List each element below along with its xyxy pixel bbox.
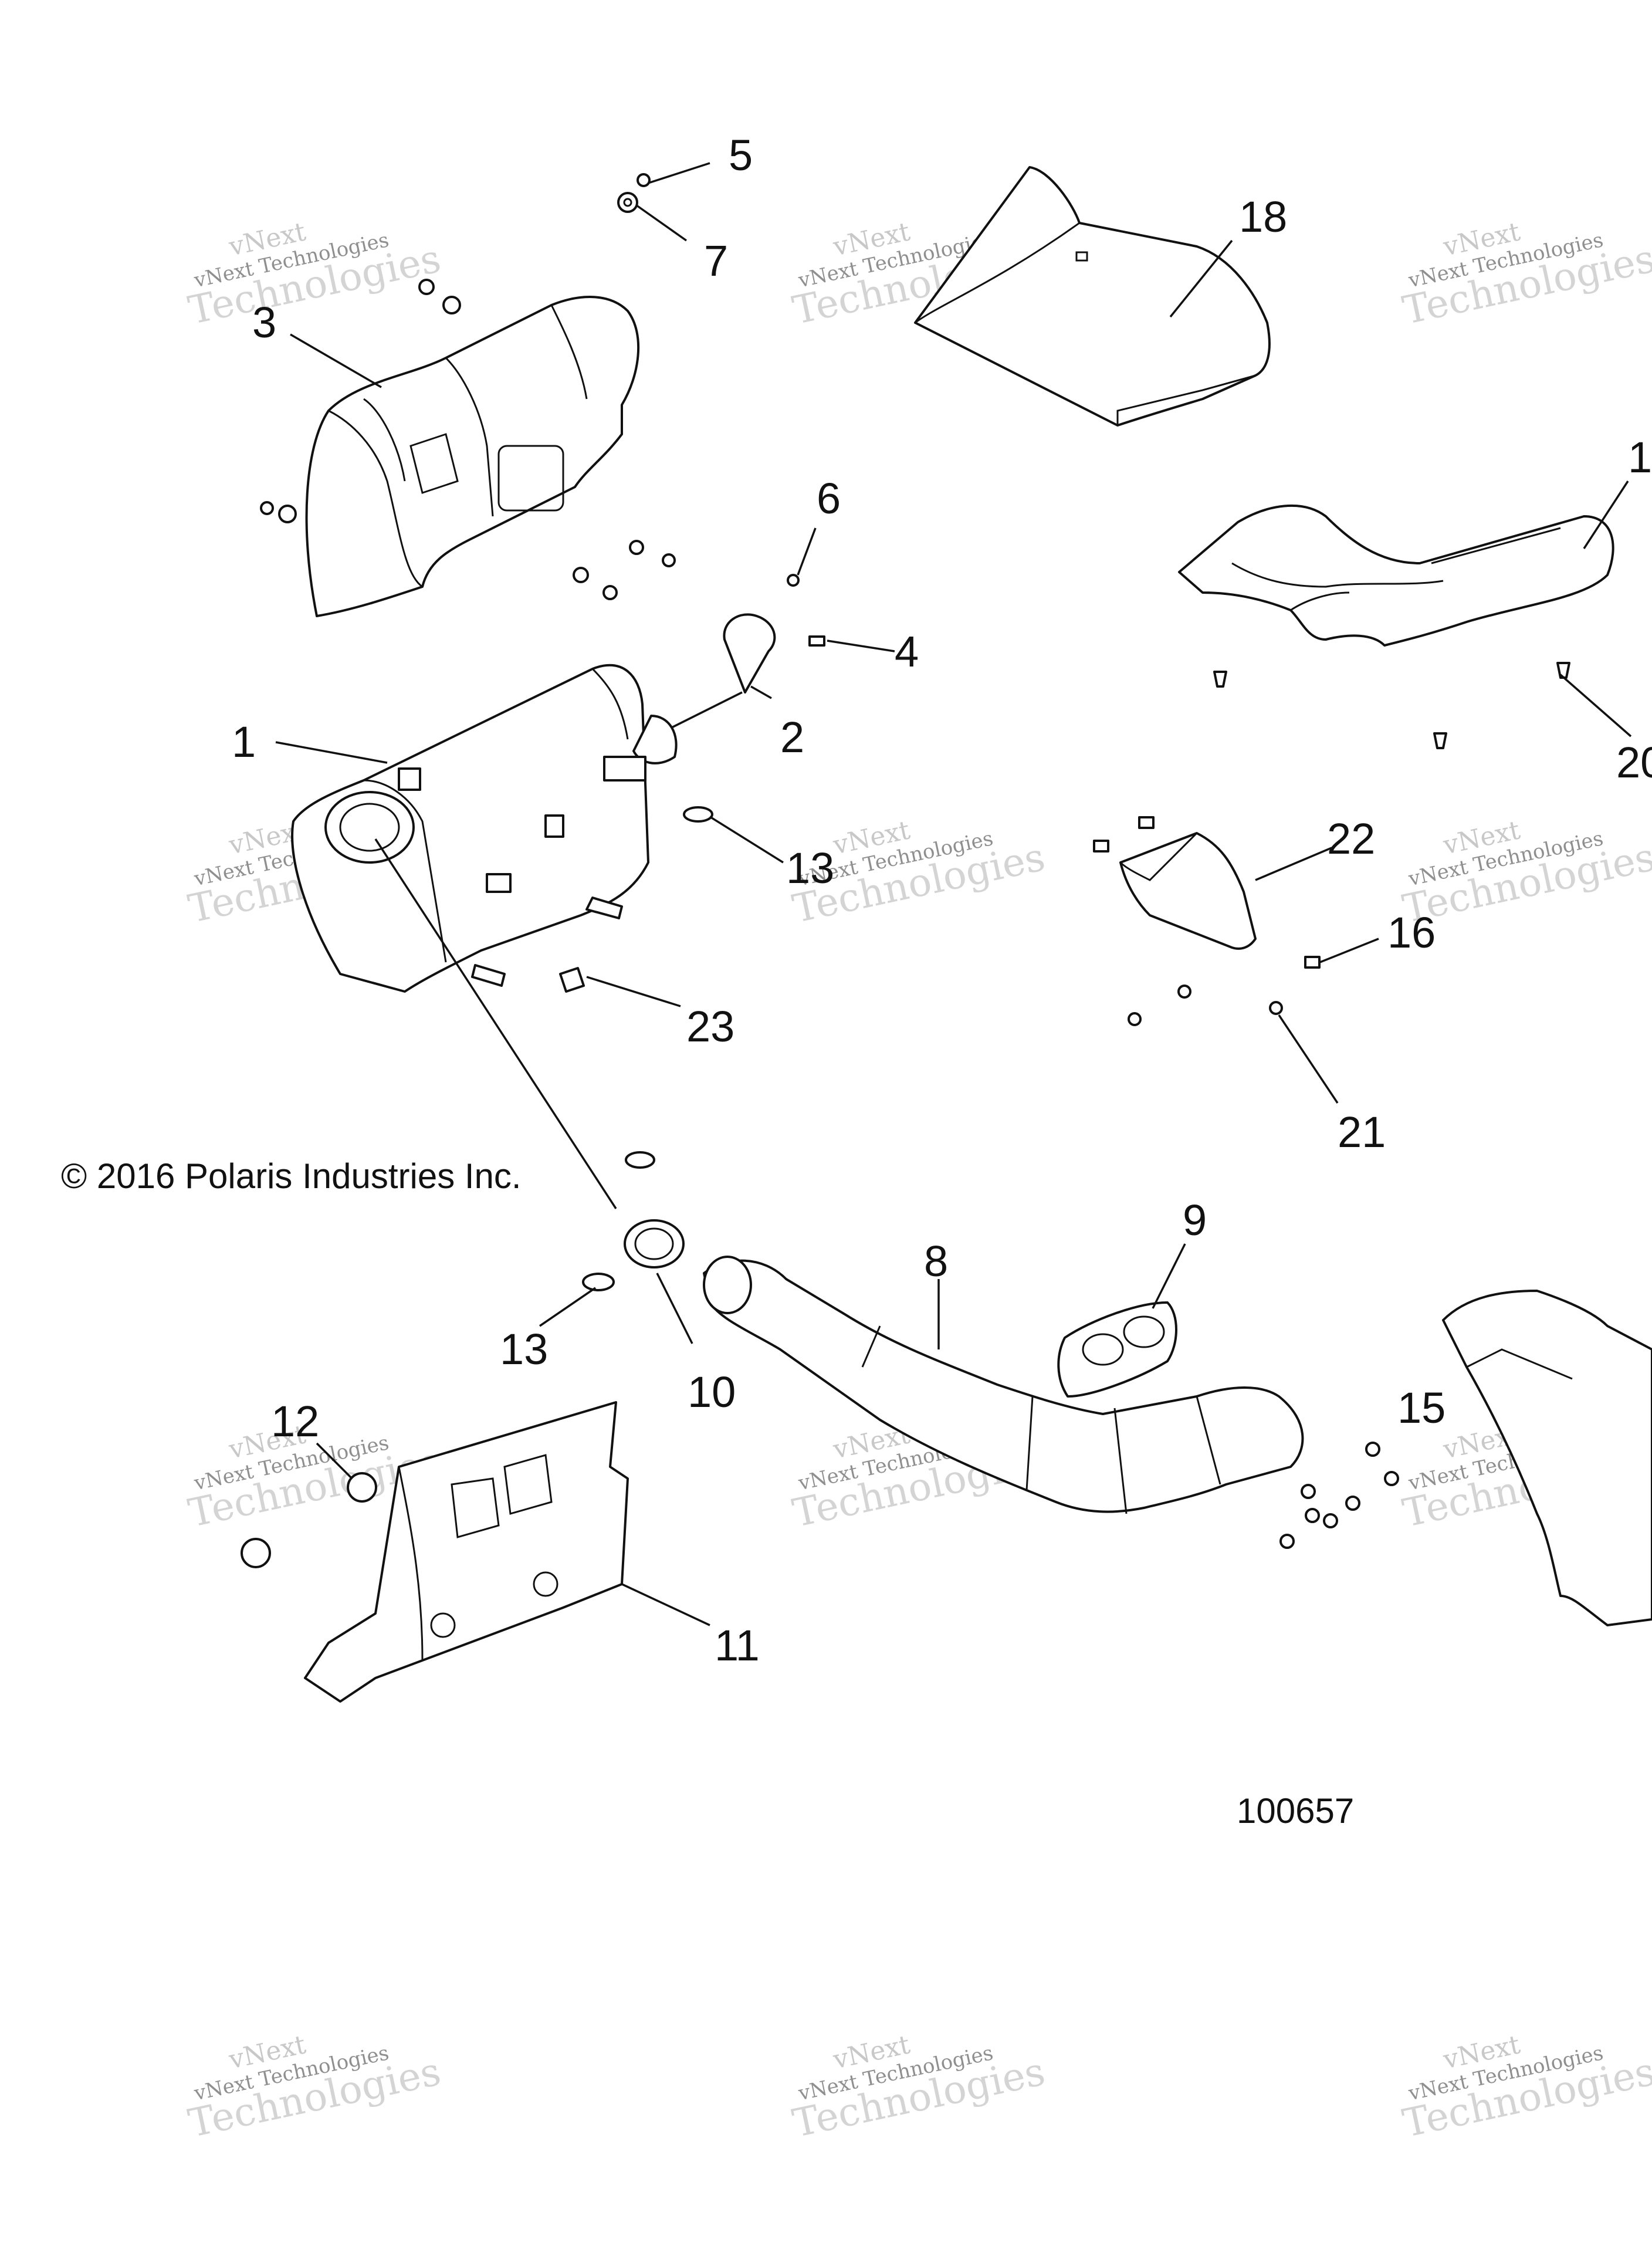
bolts-part-15 bbox=[1279, 1442, 1399, 1549]
head-pipe-part-8 bbox=[703, 1256, 1304, 1514]
callout-23: 23 bbox=[686, 1002, 734, 1051]
spring-part-13-mid bbox=[625, 1151, 655, 1169]
spring-part-13-upper bbox=[683, 806, 713, 823]
nut-part-6 bbox=[787, 574, 800, 587]
washer-part-7 bbox=[617, 192, 638, 213]
callout-18: 18 bbox=[1239, 192, 1287, 241]
screw-part-4 bbox=[808, 635, 825, 647]
callout-22: 22 bbox=[1327, 814, 1375, 863]
callout-5: 5 bbox=[729, 131, 753, 180]
tailpipe-tip-part-2 bbox=[723, 613, 776, 694]
watermark-top-right: vNext vNext Technologies Technologies bbox=[1399, 216, 1652, 333]
callout-16: 16 bbox=[1387, 908, 1436, 957]
watermark-bottom-left: vNext vNext Technologies Technologies bbox=[184, 2029, 444, 2146]
callout-13-lower: 13 bbox=[500, 1325, 548, 1374]
bracket-partial-right bbox=[1442, 1290, 1652, 1626]
callout-3: 3 bbox=[252, 298, 276, 347]
copyright-notice: © 2016 Polaris Industries Inc. bbox=[61, 1156, 522, 1196]
callout-8: 8 bbox=[924, 1237, 948, 1286]
heat-shield-upper-part bbox=[305, 296, 640, 617]
fastener-set-upper-shield bbox=[260, 279, 676, 600]
callout-12: 12 bbox=[271, 1397, 319, 1446]
leader-lines bbox=[275, 162, 1632, 1626]
sensor-part-23 bbox=[559, 967, 585, 993]
grommets-part-12 bbox=[241, 1472, 377, 1568]
callout-20: 20 bbox=[1616, 738, 1652, 787]
watermark-bottom-center: vNext vNext Technologies Technologies bbox=[788, 2029, 1048, 2146]
heat-shield-plate-part-18 bbox=[914, 166, 1271, 427]
callout-7: 7 bbox=[704, 236, 728, 285]
callout-6: 6 bbox=[817, 474, 841, 523]
exhaust-seal-part-10 bbox=[624, 1219, 685, 1268]
watermark-bottom-right: vNext vNext Technologies Technologies bbox=[1399, 2029, 1652, 2146]
exhaust-gasket-part-9 bbox=[1057, 1301, 1177, 1398]
callout-11: 11 bbox=[715, 1621, 760, 1670]
callout-21: 21 bbox=[1338, 1108, 1386, 1156]
heat-shield-part-22 bbox=[1119, 832, 1257, 950]
bolts-part-21 bbox=[1128, 985, 1283, 1026]
callout-10: 10 bbox=[688, 1368, 736, 1416]
figure-number: 100657 bbox=[1237, 1791, 1355, 1831]
spring-part-13-lower bbox=[582, 1273, 615, 1291]
callout-9: 9 bbox=[1183, 1196, 1207, 1244]
muffler-mount-studs bbox=[471, 897, 623, 987]
callout-13-upper: 13 bbox=[786, 844, 834, 892]
callout-4: 4 bbox=[895, 627, 919, 676]
callout-labels: 5 7 3 18 1 6 4 2 1 20 13 22 16 23 21 9 8… bbox=[232, 131, 1652, 1670]
callout-1: 1 bbox=[232, 718, 256, 766]
heat-shield-part-19 bbox=[1178, 504, 1614, 647]
watermark-top-left: vNext vNext Technologies Technologies bbox=[184, 216, 444, 333]
callout-1-right: 1 bbox=[1628, 433, 1652, 482]
heat-shield-part-11 bbox=[304, 1401, 629, 1703]
bolt-part-5 bbox=[637, 173, 651, 187]
muffler-part-1 bbox=[291, 664, 678, 993]
clips-part-16 bbox=[1093, 816, 1321, 969]
callout-15: 15 bbox=[1397, 1383, 1446, 1432]
push-rivets-part-20 bbox=[1213, 662, 1570, 749]
callout-2: 2 bbox=[780, 713, 804, 762]
